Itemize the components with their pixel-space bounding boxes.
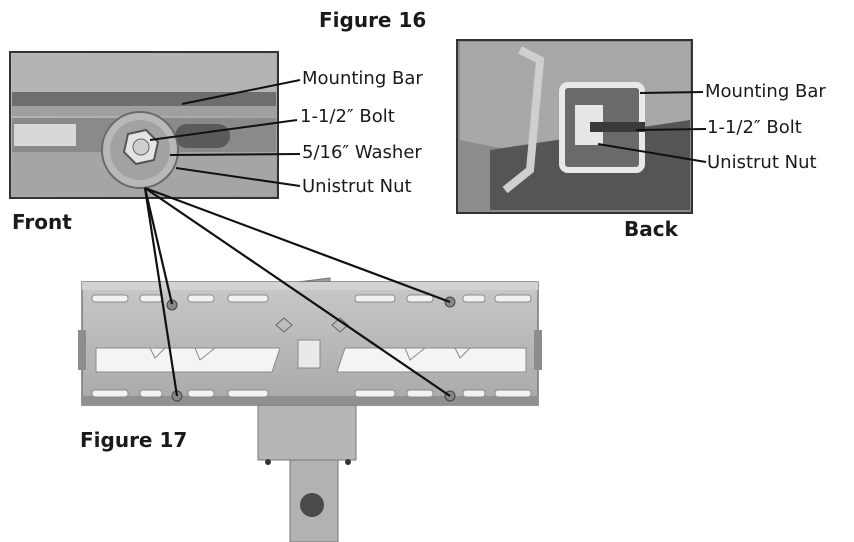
back-callout-unistrut-nut: Unistrut Nut	[707, 152, 817, 173]
back-callout-bolt: 1-1/2″ Bolt	[707, 117, 802, 138]
figure-17-title: Figure 17	[80, 428, 188, 452]
front-leader-lines	[149, 79, 301, 187]
front-callout-bolt: 1-1/2″ Bolt	[300, 106, 395, 127]
bolt-location-lines	[143, 186, 451, 397]
front-callout-unistrut-nut: Unistrut Nut	[302, 176, 412, 197]
front-callout-washer: 5/16″ Washer	[302, 142, 422, 163]
figure-16-title: Figure 16	[319, 8, 427, 32]
bolt-shaft-icon	[590, 122, 645, 132]
front-caption: Front	[12, 210, 72, 234]
back-caption: Back	[624, 217, 678, 241]
front-callout-mounting-bar: Mounting Bar	[302, 68, 423, 89]
back-photo	[456, 39, 693, 214]
front-photo	[9, 51, 279, 199]
back-leader-lines	[597, 91, 707, 163]
mounting-plate	[78, 277, 542, 542]
back-callout-mounting-bar: Mounting Bar	[705, 81, 826, 102]
